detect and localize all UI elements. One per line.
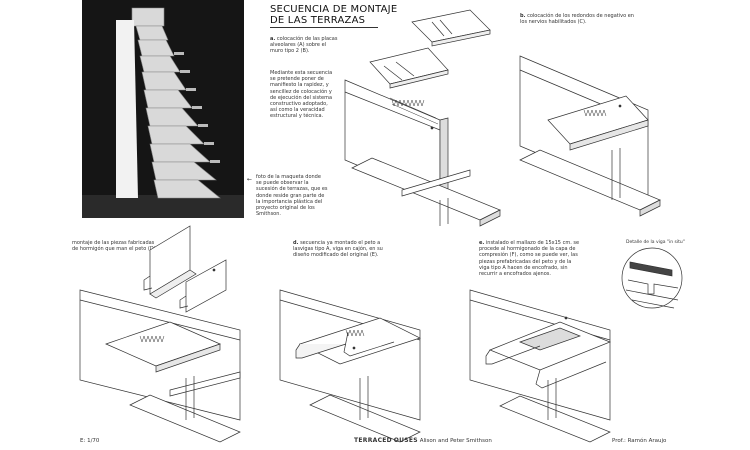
caption-c: montaje de las piezas fabricadas de horm… bbox=[72, 240, 158, 253]
title-line-2: DE LAS TERRAZAS bbox=[270, 15, 366, 26]
drawing-step-c bbox=[143, 225, 227, 313]
logo-terraced: TERRACED bbox=[354, 437, 392, 444]
photo-note: foto de la maqueta donde se puede observ… bbox=[256, 174, 328, 218]
caption-a-letter: a. bbox=[270, 36, 276, 42]
caption-b-text: colocación de los redondos de negativo e… bbox=[520, 13, 634, 26]
caption-a-text: colocación de las placas alveolares (A) … bbox=[270, 36, 338, 55]
caption-d-text: secuencia ya montado el peto a lasvigas … bbox=[293, 240, 383, 259]
detail-circle bbox=[621, 247, 683, 309]
drawing-step-b bbox=[519, 55, 661, 217]
page-number: E: 1/70 bbox=[80, 438, 100, 444]
title-underline bbox=[270, 27, 378, 28]
caption-e-text: instalado el mallazo de 15x15 cm. se pro… bbox=[479, 240, 580, 278]
drawing-step-a bbox=[344, 9, 501, 227]
detail-label: Detalle de la viga "in situ" bbox=[626, 240, 685, 245]
title-line-1: SECUENCIA DE MONTAJE bbox=[270, 4, 398, 15]
caption-d-letter: d. bbox=[293, 240, 299, 246]
logo-houses: OUSES bbox=[393, 437, 418, 444]
drawing-step-d bbox=[279, 289, 421, 443]
intro-paragraph: Mediante esta secuencia se pretende pone… bbox=[270, 70, 333, 120]
caption-b: b. colocación de los redondos de negativ… bbox=[520, 13, 640, 25]
caption-e: e. instalado el mallazo de 15x15 cm. se … bbox=[479, 240, 583, 277]
caption-b-letter: b. bbox=[520, 13, 526, 19]
caption-a: a. colocación de las placas alveolares (… bbox=[270, 36, 340, 55]
arrow-icon: ← bbox=[247, 176, 253, 183]
model-photo bbox=[82, 0, 244, 218]
page-title: SECUENCIA DE MONTAJE DE LAS TERRAZAS bbox=[270, 4, 397, 26]
authors: Alison and Peter Smithson bbox=[419, 438, 492, 444]
caption-e-letter: e. bbox=[479, 240, 485, 246]
professor: Prof.: Ramón Araujo bbox=[612, 438, 667, 444]
caption-d: d. secuencia ya montado el peto a lasvig… bbox=[293, 240, 391, 259]
drawing-step-e bbox=[469, 289, 611, 443]
drawing-step-c-main bbox=[79, 289, 241, 443]
stepped-terrace-model-image bbox=[82, 0, 244, 218]
footer-brand: TERRACED OUSES Alison and Peter Smithson bbox=[354, 437, 492, 444]
